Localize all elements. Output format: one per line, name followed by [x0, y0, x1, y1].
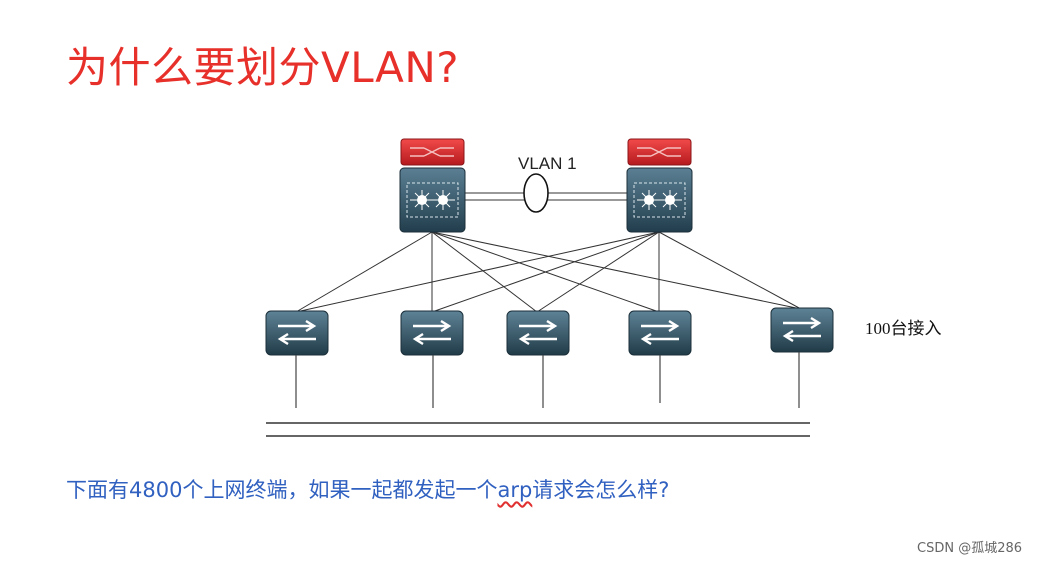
core-switch-right [626, 138, 693, 233]
core-interconnect [465, 173, 627, 213]
access-switch [265, 310, 329, 356]
access-switch [770, 307, 834, 353]
vlan-label: VLAN 1 [518, 154, 577, 173]
drop-lines [295, 352, 800, 408]
access-switch [400, 310, 464, 356]
uplink-lines [295, 231, 802, 313]
watermark: CSDN @孤城286 [917, 541, 1023, 556]
access-label: 100台接入 [865, 319, 942, 338]
question-after: 请求会怎么样? [532, 478, 670, 502]
terminal-bus [266, 422, 810, 437]
access-switch [628, 310, 692, 356]
core-switch-left [399, 138, 466, 233]
vlan-ellipse [523, 173, 549, 213]
page-title: 为什么要划分VLAN? [66, 43, 460, 92]
question-text: 下面有4800个上网终端，如果一起都发起一个arp请求会怎么样? [66, 474, 669, 504]
question-before: 下面有4800个上网终端，如果一起都发起一个 [66, 478, 498, 502]
access-switch [506, 310, 570, 356]
question-arp: arp [497, 478, 533, 502]
